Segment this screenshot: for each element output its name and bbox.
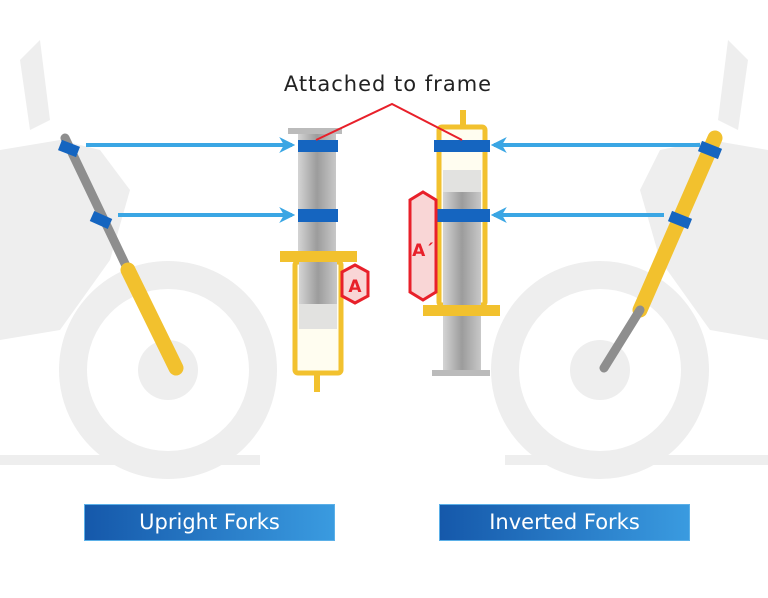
- left-motorcycle-silhouette: [0, 40, 277, 479]
- inverted-fork-detail: [423, 110, 500, 376]
- left-upright-fork: [58, 133, 184, 376]
- clamp-arrows: [86, 137, 700, 223]
- right-inverted-fork: [599, 130, 723, 373]
- attached-to-frame-label: Attached to frame: [283, 72, 493, 96]
- marker-a: A: [340, 263, 370, 305]
- svg-text:A: A: [348, 277, 362, 297]
- annotation-leader-lines: [315, 102, 463, 141]
- upright-fork-detail: [280, 128, 357, 392]
- marker-a-prime: A´: [408, 190, 438, 302]
- svg-text:A´: A´: [412, 241, 434, 261]
- inverted-forks-label: Inverted Forks: [439, 504, 690, 541]
- upright-forks-label: Upright Forks: [84, 504, 335, 541]
- right-motorcycle-silhouette: [491, 40, 768, 479]
